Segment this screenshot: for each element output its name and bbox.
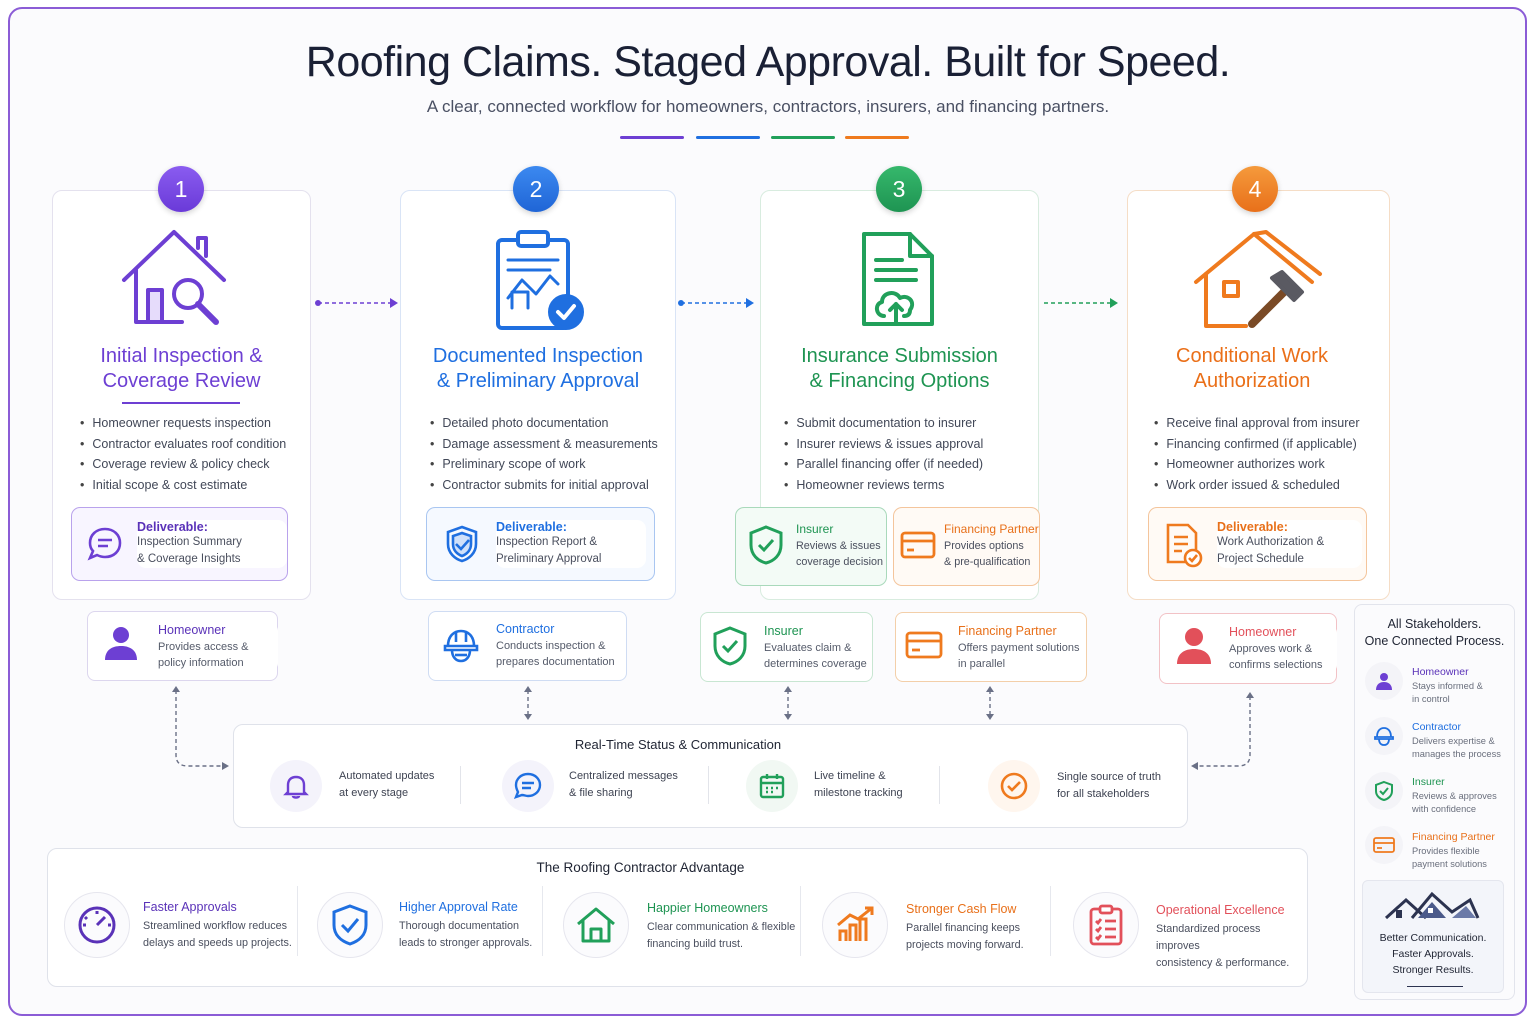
shield-check-icon: [711, 625, 749, 672]
title-underline-1: [122, 402, 240, 404]
step-title-1: Initial Inspection &Coverage Review: [100, 345, 263, 392]
step-title-2: Documented Inspection& Preliminary Appro…: [432, 345, 644, 392]
step-title-3: Insurance Submission& Financing Options: [801, 345, 998, 392]
chat-bubble-icon: [502, 760, 554, 812]
step-number-2: 2: [513, 166, 559, 212]
step-bullets-4: Receive final approval from insurerFinan…: [1154, 413, 1384, 495]
step-bullets-1: Homeowner requests inspectionContractor …: [80, 413, 300, 495]
page-title: Roofing Claims. Staged Approval. Built f…: [305, 38, 1231, 86]
sidebar-title: All Stakeholders.One Connected Process.: [1364, 617, 1505, 648]
divider: [708, 766, 709, 804]
person-icon: [102, 624, 140, 667]
chat-bubble-icon: [86, 525, 124, 568]
deliverable-text-4: Deliverable:Work Authorization &Project …: [1217, 520, 1362, 568]
sidebar-footer-text: Better Communication.Faster Approvals.St…: [1379, 932, 1487, 976]
speedometer-icon: [64, 892, 130, 958]
accent-bar-green: [771, 136, 835, 139]
advantage-title: The Roofing Contractor Advantage: [536, 860, 745, 875]
houses-illustration-icon: [1382, 888, 1480, 927]
accent-bar-purple: [620, 136, 684, 139]
house-magnifier-icon: [118, 226, 230, 331]
hard-hat-icon: [1365, 717, 1403, 755]
divider: [460, 766, 461, 804]
check-circle-icon: [988, 760, 1040, 812]
sidebar-footer-card: [1362, 880, 1504, 993]
credit-card-icon: [905, 630, 943, 665]
document-check-icon: [1164, 522, 1204, 573]
person-icon: [1175, 626, 1213, 671]
divider: [297, 886, 298, 956]
shield-check-icon: [444, 524, 480, 569]
step-bullets-2: Detailed photo documentationDamage asses…: [430, 413, 670, 495]
house-hammer-icon: [1190, 228, 1326, 337]
shield-check-icon: [747, 524, 785, 571]
hard-hat-icon: [442, 626, 480, 669]
credit-card-icon: [900, 530, 936, 565]
accent-bar-blue: [696, 136, 760, 139]
divider: [800, 886, 801, 956]
credit-card-icon: [1365, 826, 1403, 864]
accent-bar-orange: [845, 136, 909, 139]
realtime-title: Real-Time Status & Communication: [574, 737, 782, 752]
shield-check-icon: [1365, 772, 1403, 810]
finance-mini-box: [893, 507, 1040, 586]
page-subtitle: A clear, connected workflow for homeowne…: [426, 97, 1110, 116]
step-number-4: 4: [1232, 166, 1278, 212]
calendar-icon: [746, 760, 798, 812]
home-icon: [563, 892, 629, 958]
realtime-item-3: Live timeline &milestone tracking: [814, 770, 903, 799]
realtime-item-2: Centralized messages& file sharing: [569, 770, 678, 799]
step-bullets-3: Submit documentation to insurerInsurer r…: [784, 413, 1024, 495]
footer-underline: [1407, 986, 1463, 987]
clipboard-check-icon: [492, 228, 588, 337]
bell-icon: [270, 760, 322, 812]
divider: [939, 766, 940, 804]
deliverable-text-2: Deliverable:Inspection Report &Prelimina…: [496, 520, 646, 568]
document-upload-icon: [858, 230, 938, 335]
divider: [1050, 886, 1051, 956]
step-number-1: 1: [158, 166, 204, 212]
shield-check-icon: [317, 892, 383, 958]
growth-chart-icon: [822, 892, 888, 958]
step-number-3: 3: [876, 166, 922, 212]
person-icon: [1365, 662, 1403, 700]
checklist-icon: [1073, 892, 1139, 958]
deliverable-text-1: Deliverable:Inspection Summary& Coverage…: [137, 520, 287, 568]
divider: [542, 886, 543, 956]
